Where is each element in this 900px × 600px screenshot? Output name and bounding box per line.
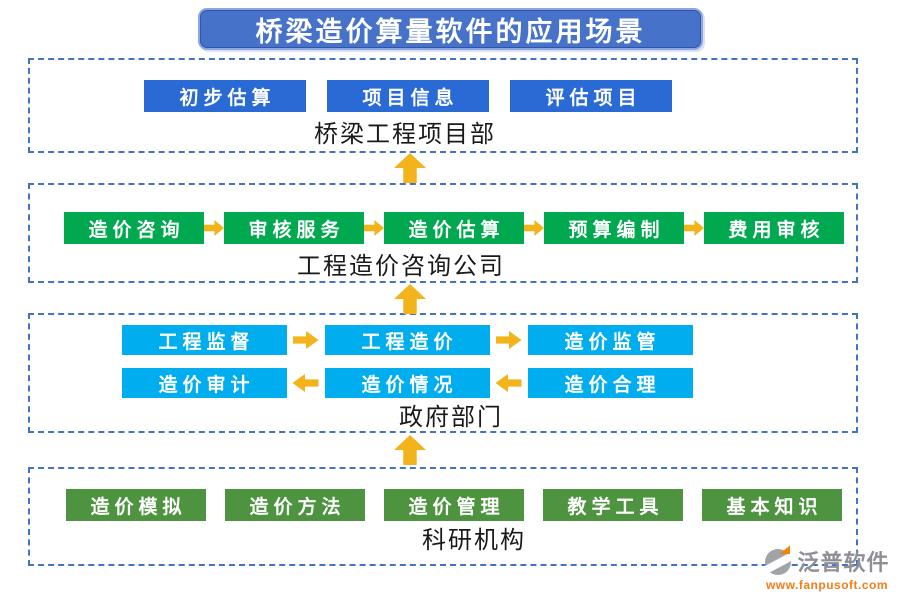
section-label-research-institution: 科研机构 (422, 528, 526, 554)
left-arrow-icon (490, 374, 528, 392)
section-label-cost-consulting-company: 工程造价咨询公司 (297, 254, 505, 280)
section-label-bridge-project-dept: 桥梁工程项目部 (314, 122, 496, 148)
node-budget-preparation: 预算编制 (544, 212, 684, 244)
section-research-institution: 造价模拟 造价方法 造价管理 教学工具 基本知识 科研机构 (28, 467, 858, 566)
left-arrow-icon (287, 374, 325, 392)
logo-website: www.fanpusoft.com (765, 578, 889, 592)
right-arrow-icon (524, 220, 544, 236)
node-audit-service: 审核服务 (224, 212, 364, 244)
section-cost-consulting-company: 造价咨询 审核服务 造价估算 预算编制 费用审核 工程造价咨询公司 (28, 183, 858, 283)
node-cost-audit: 造价审计 (121, 368, 287, 398)
node-project-info: 项目信息 (327, 80, 489, 112)
right-arrow-icon (684, 220, 704, 236)
fanpu-logo-icon (759, 545, 800, 577)
node-teaching-tools: 教学工具 (543, 489, 683, 521)
node-project-cost: 工程造价 (324, 325, 490, 355)
button-row: 初步估算 项目信息 评估项目 (144, 80, 672, 112)
button-row: 造价咨询 审核服务 造价估算 预算编制 费用审核 (64, 212, 844, 244)
node-cost-estimate: 造价估算 (384, 212, 524, 244)
button-row: 工程监督 工程造价 造价监管 (121, 325, 693, 355)
section-label-government-dept: 政府部门 (399, 405, 503, 431)
section-bridge-project-dept: 初步估算 项目信息 评估项目 桥梁工程项目部 (28, 58, 858, 153)
node-basic-knowledge: 基本知识 (702, 489, 842, 521)
logo-name: 泛普软件 (797, 550, 890, 575)
button-row: 造价模拟 造价方法 造价管理 教学工具 基本知识 (66, 489, 842, 521)
node-cost-situation: 造价情况 (324, 368, 490, 398)
node-cost-reasonable: 造价合理 (527, 368, 693, 398)
fanpu-logo: 泛普软件 www.fanpusoft.com (756, 545, 898, 592)
right-arrow-icon (364, 220, 384, 236)
node-cost-management: 造价管理 (384, 489, 524, 521)
up-arrow-icon (394, 435, 426, 465)
diagram-title: 桥梁造价算量软件的应用场景 (198, 8, 703, 50)
node-cost-method: 造价方法 (225, 489, 365, 521)
section-government-dept: 工程监督 工程造价 造价监管 造价审计 造价情况 造价合理 政府部门 (28, 313, 858, 433)
node-evaluate-project: 评估项目 (510, 80, 672, 112)
up-arrow-icon (394, 153, 426, 183)
node-cost-consulting: 造价咨询 (64, 212, 204, 244)
node-cost-supervision: 造价监管 (527, 325, 693, 355)
node-expense-review: 费用审核 (704, 212, 844, 244)
button-row: 造价审计 造价情况 造价合理 (121, 368, 693, 398)
right-arrow-icon (204, 220, 224, 236)
logo-row: 泛普软件 (756, 545, 898, 577)
right-arrow-icon (490, 331, 528, 349)
node-initial-estimate: 初步估算 (144, 80, 306, 112)
node-project-supervision: 工程监督 (121, 325, 287, 355)
node-cost-simulation: 造价模拟 (66, 489, 206, 521)
up-arrow-icon (394, 284, 426, 314)
right-arrow-icon (287, 331, 325, 349)
